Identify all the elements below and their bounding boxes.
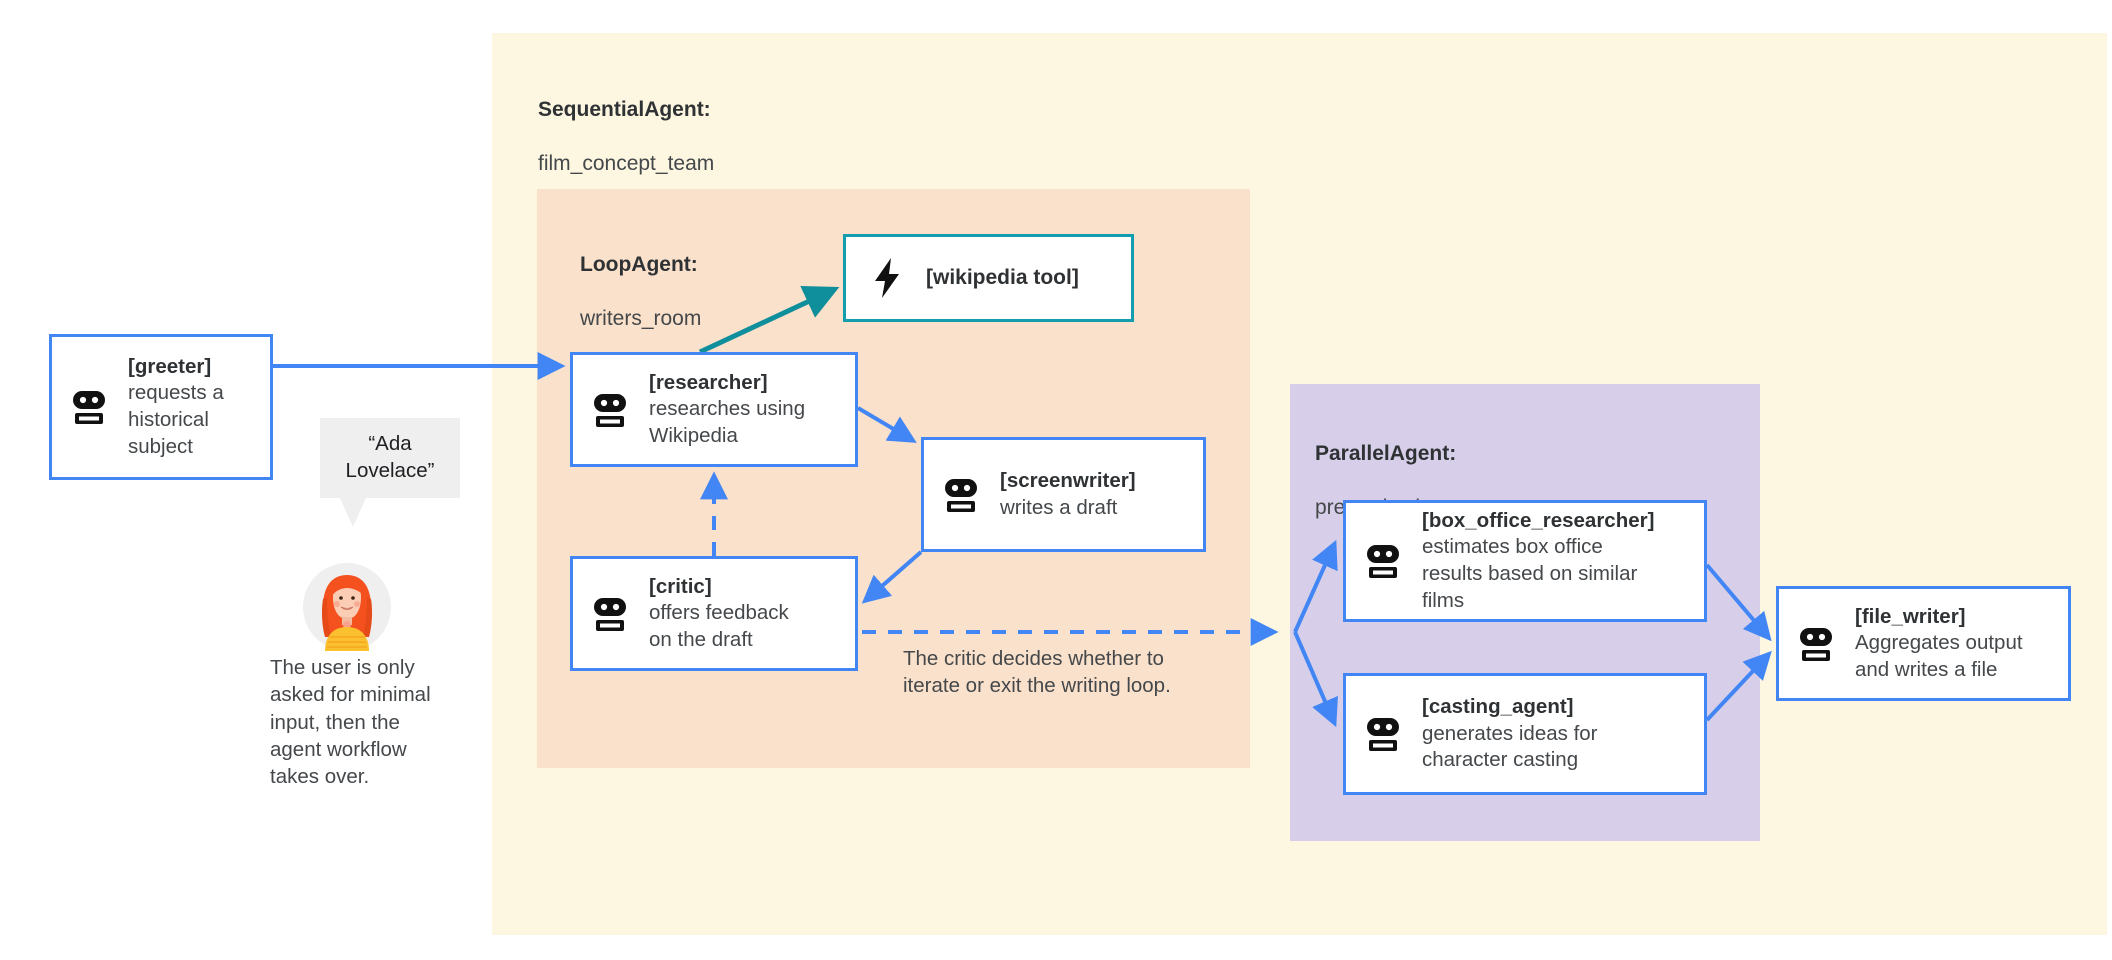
group-type-sequential: SequentialAgent: <box>538 97 711 121</box>
node-text: [casting_agent] generates ideas for char… <box>1422 694 1690 774</box>
lightning-bolt-icon <box>864 257 910 299</box>
robot-icon <box>1360 541 1406 581</box>
robot-icon <box>1360 714 1406 754</box>
group-name-sequential: film_concept_team <box>538 151 715 175</box>
robot-icon <box>587 594 633 634</box>
node-text: [researcher] researches using Wikipedia <box>649 370 841 450</box>
node-name: [greeter] <box>128 354 212 378</box>
agent-node-screenwriter[interactable]: [screenwriter] writes a draft <box>921 437 1206 552</box>
speech-bubble-tail <box>340 498 366 527</box>
robot-icon <box>587 390 633 430</box>
node-text: [box_office_researcher] estimates box of… <box>1422 508 1690 615</box>
node-name: [critic] <box>649 574 712 598</box>
robot-icon <box>66 387 112 427</box>
critic-decision-caption: The critic decides whether to iterate or… <box>903 647 1171 698</box>
node-desc: generates ideas for character casting <box>1422 721 1598 772</box>
node-text: [file_writer] Aggregates output and writ… <box>1855 604 2054 684</box>
agent-node-box-office-researcher[interactable]: [box_office_researcher] estimates box of… <box>1343 500 1707 622</box>
agent-node-casting-agent[interactable]: [casting_agent] generates ideas for char… <box>1343 673 1707 795</box>
node-desc: writes a draft <box>1000 495 1118 519</box>
node-name: [wikipedia tool] <box>926 266 1079 290</box>
user-avatar <box>303 563 391 651</box>
node-name: [box_office_researcher] <box>1422 508 1655 532</box>
node-desc: requests a historical subject <box>128 381 224 458</box>
robot-icon <box>1793 624 1839 664</box>
group-label-sequential-agent: SequentialAgent: film_concept_team <box>538 70 714 204</box>
agent-node-file-writer[interactable]: [file_writer] Aggregates output and writ… <box>1776 586 2071 701</box>
agent-node-researcher[interactable]: [researcher] researches using Wikipedia <box>570 352 858 467</box>
group-type-loop: LoopAgent: <box>580 252 698 276</box>
group-label-loop-agent: LoopAgent: writers_room <box>580 225 701 359</box>
node-name: [researcher] <box>649 370 768 394</box>
node-text: [screenwriter] writes a draft <box>1000 468 1189 521</box>
node-desc: estimates box office results based on si… <box>1422 535 1638 612</box>
node-text: [critic] offers feedback on the draft <box>649 574 841 654</box>
tool-node-wikipedia[interactable]: [wikipedia tool] <box>843 234 1134 322</box>
node-desc: researches using Wikipedia <box>649 397 806 447</box>
agent-node-greeter[interactable]: [greeter] requests a historical subject <box>49 334 273 480</box>
group-name-loop: writers_room <box>580 306 702 330</box>
node-name: [file_writer] <box>1855 604 1966 628</box>
node-desc: Aggregates output and writes a file <box>1855 631 2023 681</box>
node-text: [greeter] requests a historical subject <box>128 354 256 461</box>
node-desc: offers feedback on the draft <box>649 601 789 651</box>
node-text: [wikipedia tool] <box>926 264 1117 291</box>
robot-icon <box>938 475 984 515</box>
group-type-parallel: ParallelAgent: <box>1315 441 1457 465</box>
user-note-caption: The user is only asked for minimal input… <box>270 656 431 788</box>
node-name: [screenwriter] <box>1000 468 1136 492</box>
agent-node-critic[interactable]: [critic] offers feedback on the draft <box>570 556 858 671</box>
node-name: [casting_agent] <box>1422 695 1574 719</box>
user-speech-bubble: “Ada Lovelace” <box>320 418 460 498</box>
